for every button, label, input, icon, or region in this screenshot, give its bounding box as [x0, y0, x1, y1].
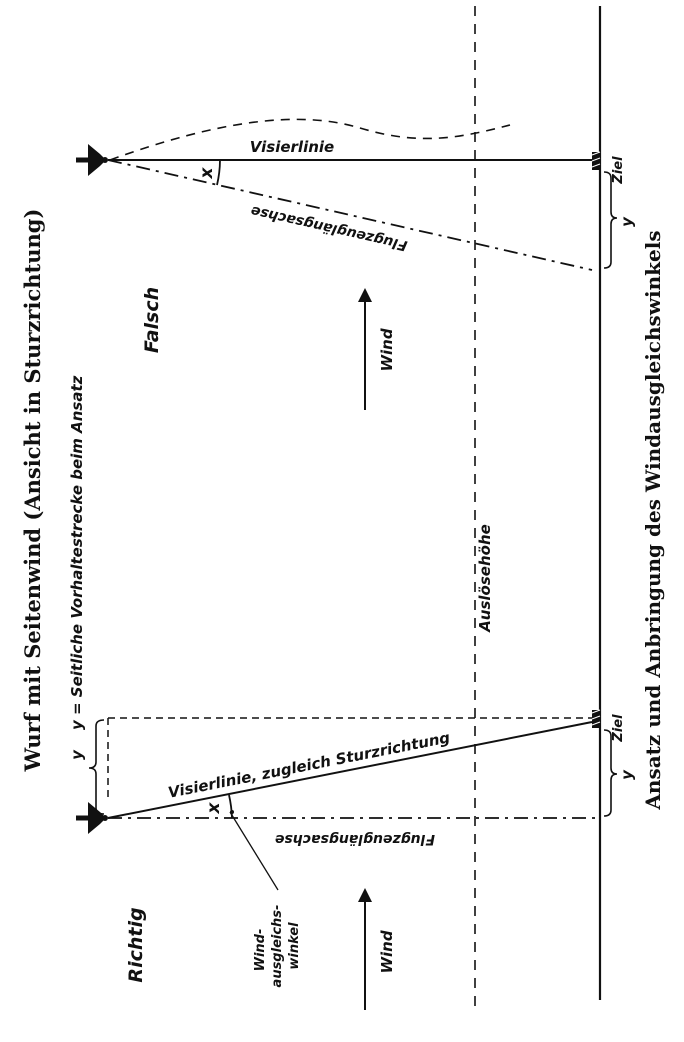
- target-marker-icon: [591, 151, 601, 170]
- correct-wind-label: Wind: [378, 930, 396, 973]
- correct-aircraft-axis-label: Flugzeuglängsachse: [275, 831, 435, 847]
- correct-angle-label-1: Wind-: [253, 929, 268, 972]
- correct-angle-label-2: ausgleichs-: [270, 905, 285, 988]
- airplane-icon: [76, 802, 108, 834]
- correct-offset-symbol-top: y: [68, 749, 86, 760]
- correct-offset-symbol: y: [618, 769, 636, 780]
- correct-offset-brace-top: [88, 719, 105, 815]
- wrong-sight-line-label: Visierlinie: [250, 138, 334, 156]
- correct-sight-line: [107, 721, 593, 819]
- correct-angle-arc: [228, 794, 233, 819]
- diagram-caption: Ansatz und Anbringung des Windausgleichs…: [641, 230, 665, 810]
- wrong-aircraft-axis: [107, 159, 593, 271]
- wrong-offset-brace: [603, 171, 618, 269]
- airplane-icon: [76, 144, 108, 176]
- correct-angle-label-3: winkel: [287, 922, 302, 970]
- correct-angle-leader: [229, 811, 279, 891]
- wrong-scenario: Visierlinie Flugzeuglängsachse x Ziel y …: [76, 118, 636, 410]
- wrong-aircraft-axis-label: Flugzeuglängsachse: [249, 202, 409, 253]
- correct-offset-brace: [603, 729, 618, 817]
- correct-target-label: Ziel: [611, 714, 626, 743]
- wrong-angle-arc: [216, 159, 221, 186]
- target-marker-icon: [591, 709, 601, 728]
- wrong-target-label: Ziel: [611, 156, 626, 185]
- y-definition-text: y = Seitliche Vorhaltestrecke beim Ansat…: [68, 375, 86, 730]
- wrong-bomb-trajectory: [109, 118, 511, 161]
- correct-angle-symbol: x: [204, 801, 224, 814]
- wrong-wind-label: Wind: [378, 328, 396, 371]
- correct-label: Richtig: [125, 907, 147, 982]
- correct-scenario: Flugzeuglängsachse Visierlinie, zugleich…: [68, 709, 636, 1010]
- wrong-label: Falsch: [141, 287, 163, 353]
- wrong-angle-symbol: x: [197, 166, 217, 179]
- correct-sight-line-label: Visierlinie, zugleich Sturzrichtung: [167, 728, 452, 801]
- wrong-offset-symbol: y: [618, 216, 636, 227]
- page-title: Wurf mit Seitenwind (Ansicht in Sturzric…: [20, 209, 45, 773]
- release-height-label: Auslösehöhe: [476, 524, 494, 633]
